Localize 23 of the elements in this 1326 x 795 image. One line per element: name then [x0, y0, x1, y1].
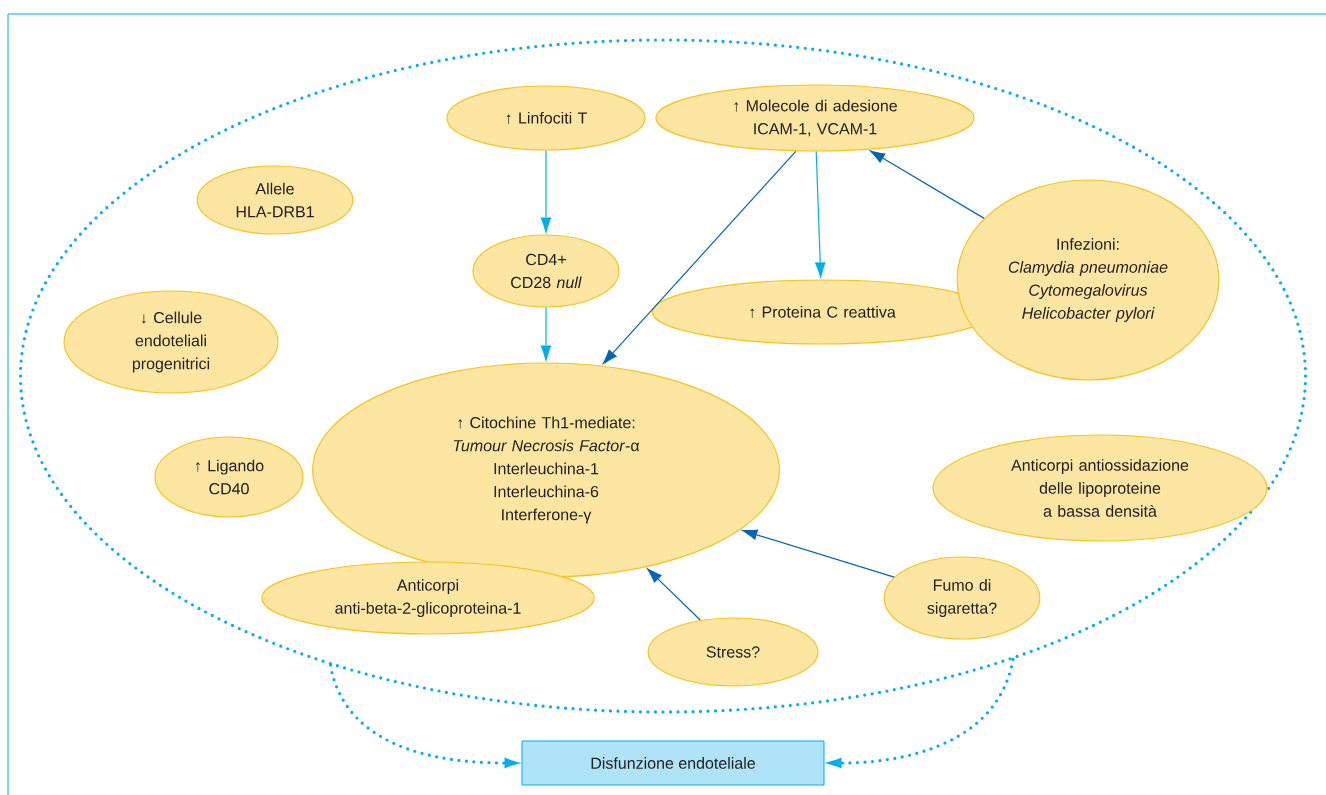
- ellipse-node: Infezioni: Clamydia pneumoniae Cytomegalovirus Helicobacter pylori: [956, 179, 1220, 381]
- arrow: [740, 529, 895, 578]
- arrow: [868, 149, 985, 219]
- ellipse-node: ↑ Proteina C reattiva: [651, 279, 993, 345]
- ellipse-node: Fumo di sigaretta?: [883, 556, 1041, 640]
- process-box: Disfunzione endoteliale: [521, 740, 825, 786]
- ellipse-node: Allele HLA-DRB1: [196, 165, 354, 235]
- ellipse-node: Stress?: [647, 617, 819, 687]
- arrow: [814, 151, 826, 280]
- arrow: [601, 150, 797, 366]
- ellipse-node: ↑ Ligando CD40: [154, 436, 304, 518]
- dotted-arrow: [824, 657, 1015, 769]
- ellipse-node: CD4+ CD28 null: [472, 234, 620, 308]
- dotted-ellipse: [18, 38, 1308, 714]
- ellipse-node: Anticorpi antiossidazione delle lipoproteine a bassa densità: [932, 434, 1268, 542]
- arrow: [645, 567, 701, 621]
- ellipse-node: ↑ Linfociti T: [446, 85, 646, 151]
- arrow: [540, 307, 552, 363]
- ellipse-node: ↓ Cellule endoteliali progenitrici: [63, 290, 279, 394]
- dotted-arrow: [328, 663, 522, 769]
- arrow: [540, 150, 552, 235]
- ellipse-node: ↑ Molecole di adesione ICAM-1, VCAM-1: [655, 84, 975, 152]
- ellipse-node: Anticorpi anti-beta-2-glicoproteina-1: [261, 561, 595, 635]
